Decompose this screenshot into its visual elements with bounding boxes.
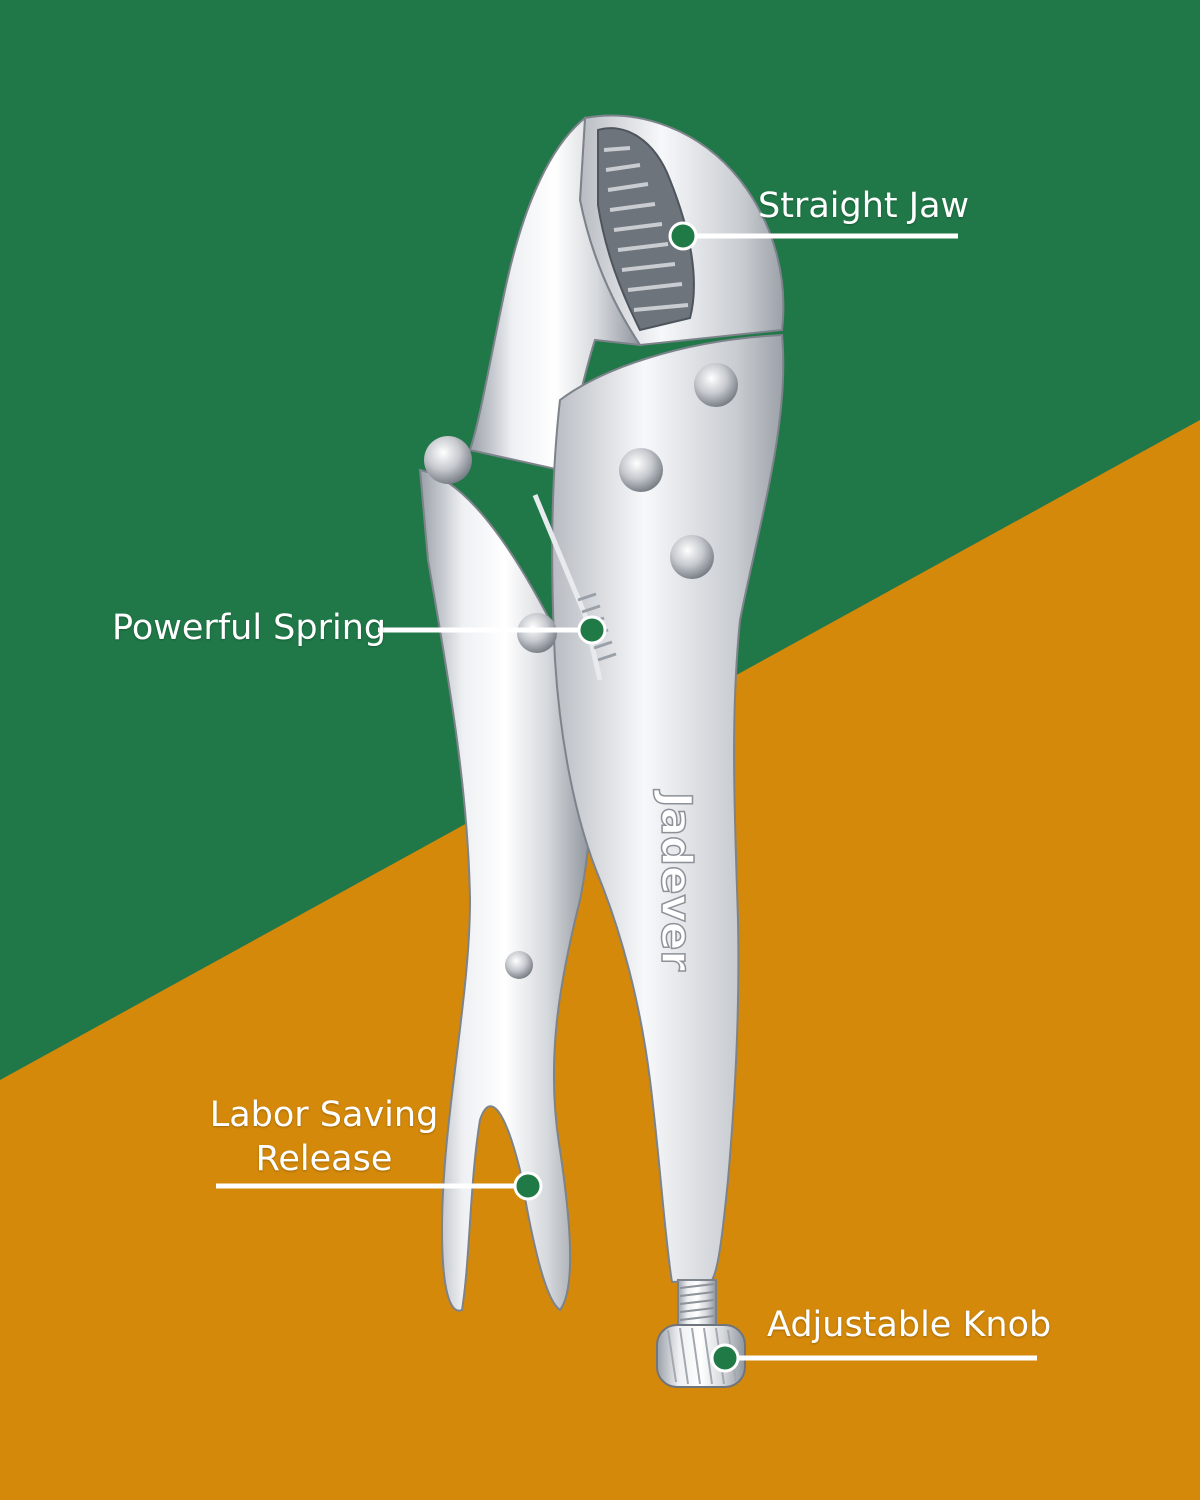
callout-label-powerful-spring: Powerful Spring — [112, 608, 387, 648]
callout-label-line: Release — [255, 1139, 393, 1179]
rivet — [424, 436, 472, 484]
callout-label-straight-jaw: Straight Jaw — [758, 186, 970, 226]
callout-dot-icon — [668, 221, 698, 251]
rivet — [505, 951, 533, 979]
main-body — [551, 333, 785, 1284]
locking-pliers-icon: Jadever — [418, 114, 785, 1388]
jaw-teeth-lines — [603, 146, 689, 312]
rivet — [517, 613, 557, 653]
callout-label-labor-saving-release: Labor Saving Release — [208, 1093, 440, 1181]
background-bottom — [0, 420, 1200, 1500]
spring — [532, 494, 603, 681]
lower-jaw — [468, 115, 643, 472]
callout-label-line: Labor Saving — [209, 1095, 439, 1135]
jaw-teeth — [597, 127, 695, 332]
callout-dot-icon — [577, 615, 607, 645]
rivet — [619, 448, 663, 492]
screw-threads — [679, 1283, 715, 1321]
knob-knurling — [667, 1327, 737, 1385]
rivet — [670, 535, 714, 579]
callouts — [216, 221, 1037, 1373]
callout-label-adjustable-knob: Adjustable Knob — [767, 1305, 1052, 1345]
rivet — [694, 363, 738, 407]
brand-logo: Jadever — [652, 789, 701, 971]
callout-dot-icon — [513, 1171, 543, 1201]
callout-dot-icon — [710, 1343, 740, 1373]
